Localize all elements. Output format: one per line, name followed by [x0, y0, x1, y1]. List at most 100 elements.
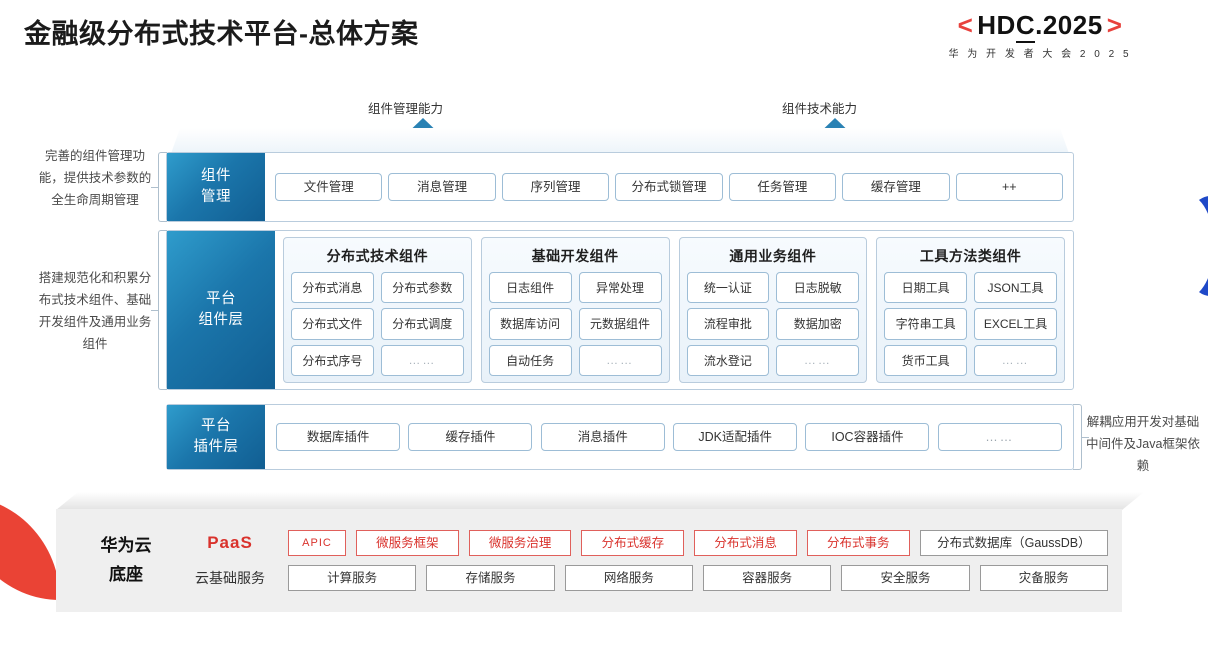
slab-top-face [56, 492, 1144, 510]
chip-cache-plugin[interactable]: 缓存插件 [408, 423, 533, 451]
logo-bracket-left-icon: < [957, 10, 974, 40]
brace-tick-management [151, 187, 158, 188]
logo-text-c: C [1015, 10, 1036, 43]
chip-file-management[interactable]: 文件管理 [275, 173, 383, 201]
group-distributed-technology: 分布式技术组件 分布式消息 分布式参数 分布式文件 分布式调度 分布式序号 …… [283, 237, 472, 383]
layer-label-component-line2: 组件层 [198, 312, 244, 328]
pchip-distributed-transaction[interactable]: 分布式事务 [806, 530, 910, 556]
cell-currency-tool[interactable]: 货币工具 [884, 344, 968, 376]
management-items: 文件管理 消息管理 序列管理 分布式锁管理 任务管理 缓存管理 ++ [265, 153, 1073, 221]
brace-management [158, 152, 167, 222]
cell-distributed-sequence[interactable]: 分布式序号 [291, 344, 374, 376]
chip-database-plugin[interactable]: 数据库插件 [276, 423, 401, 451]
paas-row: PaaS APIC 微服务框架 微服务治理 分布式缓存 分布式消息 分布式事务 … [182, 530, 1109, 556]
layer-platform-plugin: 平台 插件层 数据库插件 缓存插件 消息插件 JDK适配插件 IOC容器插件 …… [166, 404, 1074, 470]
group-basic-development: 基础开发组件 日志组件 异常处理 数据库访问 元数据组件 自动任务 …… [480, 237, 670, 383]
chip-cache-management[interactable]: 缓存管理 [842, 173, 950, 201]
group-general-business: 通用业务组件 统一认证 日志脱敏 流程审批 数据加密 流水登记 …… [678, 237, 868, 383]
brace-tick-plugin [1082, 437, 1089, 438]
pchip-apic[interactable]: APIC [288, 530, 346, 556]
group-grid-general-business: 统一认证 日志脱敏 流程审批 数据加密 流水登记 …… [686, 272, 860, 376]
cell-string-tool[interactable]: 字符串工具 [884, 308, 968, 340]
group-grid-distributed-technology: 分布式消息 分布式参数 分布式文件 分布式调度 分布式序号 …… [291, 272, 464, 376]
cell-unified-authentication[interactable]: 统一认证 [686, 272, 770, 304]
pchip-distributed-message[interactable]: 分布式消息 [694, 530, 797, 556]
bchip-compute-service[interactable]: 计算服务 [288, 565, 417, 591]
group-title-distributed-technology: 分布式技术组件 [326, 248, 429, 264]
group-grid-basic-development: 日志组件 异常处理 数据库访问 元数据组件 自动任务 …… [488, 272, 662, 376]
blue-crescent-decoration [1158, 194, 1208, 298]
chip-ioc-container-plugin[interactable]: IOC容器插件 [805, 423, 930, 451]
paas-label: PaaS [207, 533, 253, 552]
cell-distributed-file[interactable]: 分布式文件 [291, 308, 374, 340]
brace-component [158, 230, 167, 390]
note-left-management: 完善的组件管理功能，提供技术参数的全生命周期管理 [38, 149, 152, 207]
layer-label-component: 平台 组件层 [167, 231, 275, 389]
hdc-logo-subtitle: 华 为 开 发 者 大 会 2 0 2 5 [948, 49, 1132, 60]
group-title-tool-method: 工具方法类组件 [919, 248, 1022, 264]
arrow-label-technology: 组件技术能力 [782, 102, 858, 116]
cloud-services-label: 云基础服务 [195, 570, 265, 586]
cell-log-component[interactable]: 日志组件 [488, 272, 572, 304]
arrow-label-management: 组件管理能力 [368, 102, 444, 116]
group-grid-tool-method: 日期工具 JSON工具 字符串工具 EXCEL工具 货币工具 …… [884, 272, 1057, 376]
cell-automatic-task[interactable]: 自动任务 [488, 344, 572, 376]
cell-more-general-business[interactable]: …… [776, 344, 860, 376]
cell-metadata-component[interactable]: 元数据组件 [578, 308, 662, 340]
page-title: 金融级分布式技术平台-总体方案 [24, 19, 419, 49]
layer-component-management: 组件 管理 文件管理 消息管理 序列管理 分布式锁管理 任务管理 缓存管理 ++ [166, 152, 1074, 222]
chip-task-management[interactable]: 任务管理 [728, 173, 837, 201]
cell-distributed-message[interactable]: 分布式消息 [291, 272, 374, 304]
brace-plugin [1073, 404, 1082, 470]
chip-more-plugin[interactable]: …… [937, 423, 1062, 451]
slab-front-face [56, 509, 1122, 612]
plugin-items: 数据库插件 缓存插件 消息插件 JDK适配插件 IOC容器插件 …… [265, 405, 1073, 469]
cell-database-access[interactable]: 数据库访问 [488, 308, 572, 340]
hdc-logo: <HDC.2025> 华 为 开 发 者 大 会 2 0 2 5 [880, 10, 1200, 60]
cell-process-approval[interactable]: 流程审批 [686, 308, 770, 340]
chip-message-plugin[interactable]: 消息插件 [540, 423, 665, 451]
cell-transaction-register[interactable]: 流水登记 [686, 344, 770, 376]
cell-date-tool[interactable]: 日期工具 [884, 272, 968, 304]
group-tool-method: 工具方法类组件 日期工具 JSON工具 字符串工具 EXCEL工具 货币工具 …… [876, 237, 1065, 383]
layer-label-management-line2: 管理 [201, 189, 231, 205]
cell-more-basic-development[interactable]: …… [578, 344, 662, 376]
cell-distributed-parameter[interactable]: 分布式参数 [380, 272, 464, 304]
cell-excel-tool[interactable]: EXCEL工具 [974, 308, 1057, 340]
chip-distributed-lock-management[interactable]: 分布式锁管理 [615, 173, 723, 201]
logo-text-year: .2025 [1035, 10, 1103, 40]
layer-label-management: 组件 管理 [167, 153, 265, 221]
group-title-general-business: 通用业务组件 [729, 248, 817, 264]
chip-jdk-adapter-plugin[interactable]: JDK适配插件 [673, 423, 798, 451]
pchip-distributed-cache[interactable]: 分布式缓存 [581, 530, 685, 556]
base-title-line1: 华为云 [100, 535, 152, 555]
bchip-disaster-recovery-service[interactable]: 灾备服务 [979, 565, 1108, 591]
chip-more-management[interactable]: ++ [955, 173, 1063, 201]
pchip-microservice-framework[interactable]: 微服务框架 [356, 530, 459, 556]
cloud-services-row: 云基础服务 计算服务 存储服务 网络服务 容器服务 安全服务 灾备服务 [182, 565, 1108, 591]
cell-more-distributed-technology[interactable]: …… [380, 344, 464, 376]
component-groups: 分布式技术组件 分布式消息 分布式参数 分布式文件 分布式调度 分布式序号 ……… [275, 231, 1073, 389]
cell-log-desensitization[interactable]: 日志脱敏 [776, 272, 860, 304]
pchip-distributed-database[interactable]: 分布式数据库（GaussDB） [919, 530, 1109, 556]
bchip-security-service[interactable]: 安全服务 [841, 565, 970, 591]
red-leaf-decoration [0, 496, 60, 600]
cell-json-tool[interactable]: JSON工具 [974, 272, 1057, 304]
slab-content: 华为云 底座 PaaS APIC 微服务框架 微服务治理 分布式缓存 分布式消息… [56, 509, 1122, 612]
pchip-microservice-governance[interactable]: 微服务治理 [468, 530, 572, 556]
layer-label-plugin: 平台 插件层 [167, 405, 265, 469]
group-title-basic-development: 基础开发组件 [531, 248, 619, 264]
hdc-logo-main: <HDC.2025> [880, 10, 1200, 43]
chip-message-management[interactable]: 消息管理 [388, 173, 496, 201]
chip-sequence-management[interactable]: 序列管理 [501, 173, 610, 201]
bchip-network-service[interactable]: 网络服务 [564, 565, 693, 591]
brace-tick-component [151, 310, 158, 311]
cell-more-tool-method[interactable]: …… [974, 344, 1057, 376]
layer-label-component-line1: 平台 [206, 290, 236, 307]
cell-distributed-schedule[interactable]: 分布式调度 [380, 308, 464, 340]
bchip-container-service[interactable]: 容器服务 [702, 565, 832, 591]
bchip-storage-service[interactable]: 存储服务 [426, 565, 555, 591]
cell-exception-handling[interactable]: 异常处理 [578, 272, 662, 304]
cell-data-encryption[interactable]: 数据加密 [776, 308, 860, 340]
